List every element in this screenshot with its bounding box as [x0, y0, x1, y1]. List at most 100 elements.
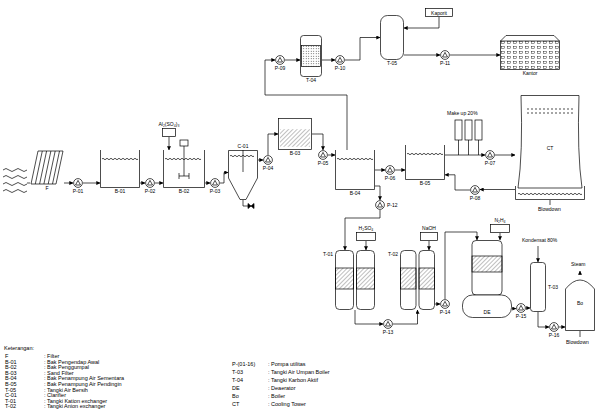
- pipe-line: [258, 160, 263, 161]
- pump-symbol: P-02: [145, 178, 155, 188]
- equipment-label: P-12: [387, 203, 398, 208]
- pipe-line: [312, 134, 323, 150]
- pipe-line: [268, 134, 278, 155]
- equipment-label: P-07: [485, 161, 496, 166]
- pipe-line: [429, 241, 430, 250]
- pipe-line: [355, 310, 383, 324]
- pipe-line: [375, 170, 385, 171]
- open-basin: B-04: [335, 150, 375, 190]
- equipment-outline: [278, 118, 312, 150]
- equipment-label: P-08: [470, 196, 481, 201]
- equipment-label: P-13: [383, 330, 394, 335]
- pipe-line: [205, 183, 210, 184]
- pipe-line: [559, 327, 565, 328]
- equipment-outline: [405, 145, 445, 180]
- equipment-outline: [440, 299, 450, 309]
- equipment-label: T-02: [388, 252, 398, 257]
- equipment-label: P-04: [263, 166, 274, 171]
- pipe-line: [495, 155, 515, 156]
- clarifier: C-01: [228, 150, 258, 200]
- open-basin: B-02: [163, 150, 205, 188]
- legend-code: T-04: [232, 378, 243, 384]
- equipment-outline: [530, 262, 546, 312]
- equipment-label: B-01: [115, 189, 126, 194]
- equipment-label: T-03: [548, 285, 558, 290]
- pump-symbol: P-05: [318, 150, 328, 160]
- equipment-label: B-02: [179, 189, 190, 194]
- pipe-line: [345, 38, 380, 61]
- ion-exchanger: T-01: [335, 250, 375, 310]
- equipment-label: P-14: [440, 310, 451, 315]
- pump-symbol: P-07: [485, 150, 495, 160]
- chemical-hopper: N₂H₄: [490, 224, 510, 233]
- equipment-outline: [400, 250, 435, 310]
- equipment-outline: [440, 50, 450, 60]
- equipment-label: P-15: [516, 314, 527, 319]
- pipe-line: [526, 308, 530, 309]
- pipe-line: [155, 183, 163, 184]
- equipment-outline: [380, 15, 404, 60]
- equipment-label: Bo: [577, 301, 583, 306]
- legend-description: : Tangki Karbon Aktif: [268, 378, 318, 384]
- equipment-label: T-05: [387, 61, 397, 66]
- equipment-outline: [275, 55, 285, 65]
- pipe-line: [538, 312, 549, 327]
- legend-code: Bo: [232, 394, 239, 400]
- chemical-hopper: Al₂(SO₄)₃: [162, 128, 176, 137]
- equipment-outline: [335, 150, 375, 190]
- equipment-label: P-11: [440, 61, 450, 66]
- equipment-outline: [470, 185, 480, 195]
- equipment-outline: [263, 155, 273, 165]
- equipment-outline: [335, 250, 375, 310]
- legend-heading: Keterangan:: [4, 346, 34, 352]
- legend-code: CT: [232, 402, 239, 408]
- equipment-label: Kaporit: [431, 10, 447, 15]
- equipment-label: P-09: [275, 66, 286, 71]
- equipment-label: F: [45, 186, 48, 191]
- equipment-outline: [500, 35, 560, 70]
- equipment-label: P-03: [210, 189, 221, 194]
- river-waves: [3, 169, 30, 193]
- equipment-outline: [549, 322, 559, 332]
- equipment-outline: [73, 178, 83, 188]
- pump-symbol: P-03: [210, 178, 220, 188]
- equipment-label: B-04: [350, 191, 361, 196]
- equipment-outline: [385, 165, 395, 175]
- pump-symbol: P-11: [440, 50, 450, 60]
- equipment-label: N₂H₄: [494, 218, 505, 223]
- deaerator: DE: [462, 240, 512, 318]
- equipment-outline: [145, 178, 155, 188]
- pipe-line: [404, 55, 440, 56]
- ion-exchanger: T-02: [400, 250, 435, 310]
- pump-symbol: P-16: [549, 322, 559, 332]
- equipment-outline: [516, 303, 526, 313]
- pump-symbol: P-01: [73, 178, 83, 188]
- legend-description: : Cooling Tower: [268, 402, 306, 408]
- pipe-line: [480, 189, 515, 190]
- equipment-outline: [210, 178, 220, 188]
- pump-symbol: P-09: [275, 55, 285, 65]
- equipment-label: B-05: [420, 181, 431, 186]
- equipment-outline: [383, 319, 393, 329]
- pipe-line: [345, 210, 380, 250]
- equipment-outline: [462, 240, 512, 318]
- pump-symbol: P-15: [516, 303, 526, 313]
- equipment-label: H₂SO₄: [359, 226, 374, 231]
- equipment-label: B-03: [290, 151, 301, 156]
- equipment-label: CT: [547, 145, 554, 150]
- equipment-label: T-01: [323, 252, 333, 257]
- legend-description: : Boiler: [268, 394, 285, 400]
- equipment-outline: [300, 35, 322, 77]
- equipment-outline: [356, 232, 376, 241]
- pump-symbol: P-04: [263, 155, 273, 165]
- equipment-label: NaOH: [422, 226, 436, 231]
- legend-code: T-02: [5, 404, 16, 410]
- equipment-outline: [162, 128, 176, 137]
- equipment-label: DE: [484, 310, 491, 315]
- pipe-line: [328, 155, 335, 156]
- chemical-hopper: NaOH: [420, 232, 438, 241]
- pipe-line: [404, 17, 439, 28]
- pipe-line: [375, 186, 380, 200]
- stream-note: Make up 20%: [447, 111, 478, 116]
